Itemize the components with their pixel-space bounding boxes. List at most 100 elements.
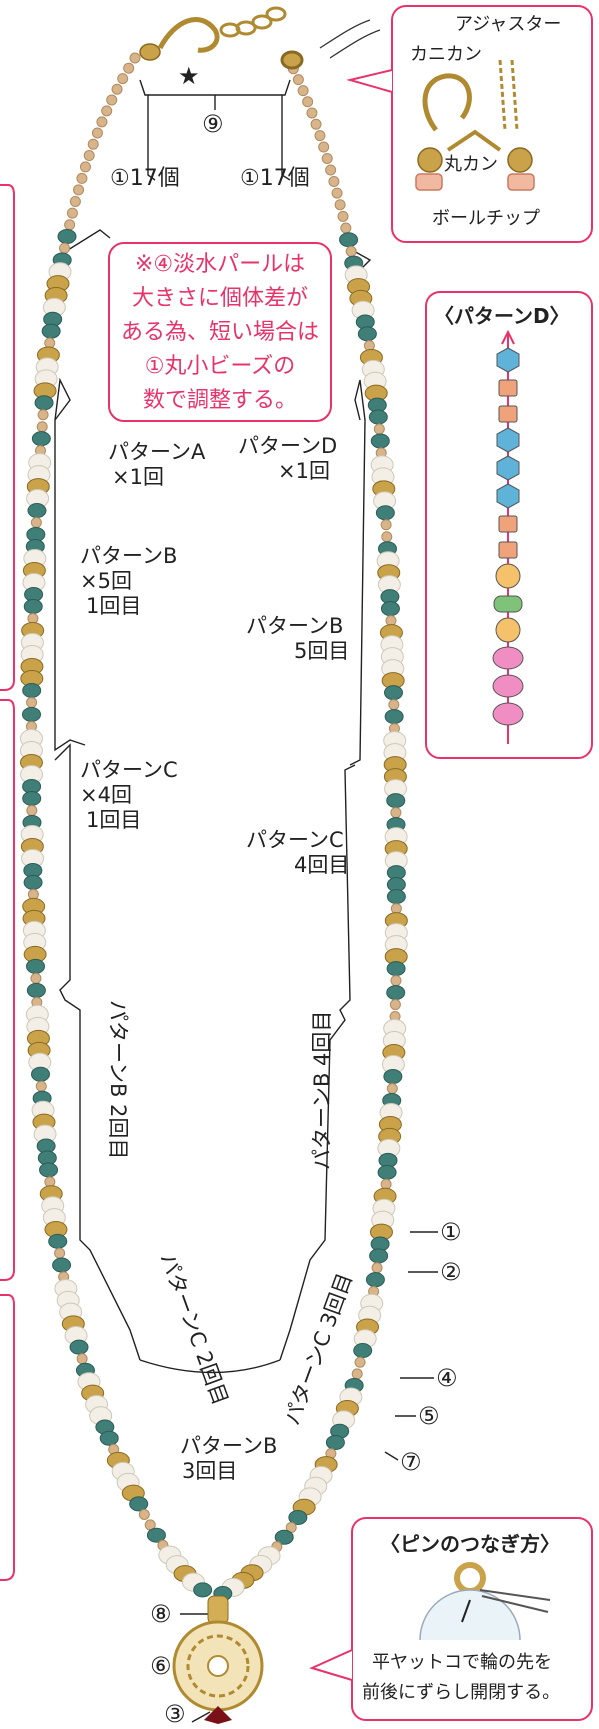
bead	[325, 164, 337, 176]
bead	[337, 210, 349, 222]
bead	[146, 1527, 166, 1543]
bead	[54, 1247, 66, 1259]
bead	[117, 73, 129, 85]
callout-6: ⑥	[150, 1652, 172, 1680]
adjuster-chain	[219, 6, 304, 70]
section-left-c: パターンC ×4回 1回目	[80, 758, 178, 834]
note-line: ※④淡水パールは	[134, 252, 306, 277]
section-text: パターンD	[238, 434, 338, 458]
section-right-d: パターンD ×1回	[238, 434, 337, 484]
bead	[87, 138, 99, 150]
pattern-d-bead	[492, 702, 524, 726]
bead	[377, 1164, 397, 1180]
bead	[26, 982, 46, 998]
edge-frames	[0, 184, 15, 1581]
pearl-note-box: ※④淡水パールは 大きさに個体差が ある為、短い場合は ①丸小ビーズの 数で調整…	[108, 242, 332, 422]
pattern-d-box	[425, 291, 593, 759]
bead	[52, 1257, 72, 1273]
section-left-b2: パターンB 2回目	[106, 1000, 130, 1160]
bead	[357, 326, 377, 342]
section-left-a: パターンA ×1回	[108, 440, 205, 490]
bead	[73, 184, 85, 196]
bead	[37, 409, 49, 421]
bead	[64, 219, 76, 231]
pattern-d-bead	[492, 674, 524, 698]
bead	[30, 972, 42, 984]
section-text: ×5回	[80, 569, 132, 594]
bead	[334, 199, 346, 211]
bead	[138, 1508, 150, 1520]
bead	[41, 323, 61, 339]
section-right-c4: パターンC 4回目	[246, 828, 349, 878]
bead	[59, 242, 71, 254]
section-text: パターンA	[108, 440, 206, 464]
pattern-d-bead	[498, 379, 518, 397]
callout-5: ⑤	[418, 1402, 440, 1430]
bead	[91, 127, 103, 139]
bead	[381, 531, 393, 543]
bead	[31, 431, 51, 447]
bead	[388, 699, 400, 711]
section-left-b: パターンB ×5回 1回目	[80, 544, 177, 620]
lobster-label: カニカン	[410, 44, 482, 65]
bead	[365, 1272, 385, 1288]
section-text: パターンB	[180, 1434, 278, 1458]
bead	[371, 1262, 383, 1274]
bead	[79, 161, 91, 173]
bead	[325, 1434, 345, 1450]
bead	[380, 601, 400, 617]
section-text: 3回目	[182, 1459, 238, 1484]
bead	[129, 52, 141, 64]
bead	[193, 1582, 213, 1598]
bead	[370, 433, 390, 449]
pattern-d-bead	[495, 563, 521, 589]
bead	[353, 1343, 373, 1359]
adjuster-label: アジャスター	[455, 14, 562, 35]
bead	[26, 804, 38, 816]
bead	[297, 85, 309, 97]
left-count: ①17個	[110, 166, 180, 191]
pattern-d-bead	[496, 347, 520, 373]
pattern-d-bead	[498, 541, 518, 559]
section-brackets	[54, 79, 438, 1723]
pin-callout-box	[309, 1517, 593, 1721]
bead	[76, 1353, 88, 1365]
callout-4: ④	[436, 1364, 458, 1392]
top-label: ⑨	[202, 110, 224, 138]
bead	[331, 187, 343, 199]
callout-3: ③	[164, 1700, 186, 1728]
note-line: ①丸小ビーズの	[144, 354, 296, 379]
section-text: ×1回	[112, 465, 164, 490]
clasp-callout-box	[346, 5, 593, 243]
section-text: 1回目	[86, 808, 142, 833]
section-text: パターンC	[80, 758, 178, 782]
lobster-clasp	[139, 17, 220, 61]
bead	[111, 83, 123, 95]
bead	[23, 874, 43, 890]
bead	[35, 1080, 47, 1092]
bead	[76, 172, 88, 184]
bead	[99, 1430, 119, 1446]
bead	[30, 1066, 50, 1082]
bead	[30, 517, 42, 529]
bead	[26, 958, 46, 974]
pattern-d-title: 〈パターンD〉	[434, 304, 570, 328]
bead	[383, 685, 403, 701]
right-strand-beads	[213, 52, 408, 1602]
bead	[34, 395, 54, 411]
pattern-d-beads	[492, 347, 524, 726]
bead	[384, 709, 404, 725]
ballchip-label: ボールチップ	[432, 208, 540, 229]
jumpring-label: 丸カン	[444, 154, 498, 175]
pattern-d-bead	[498, 515, 518, 533]
right-count: ①17個	[240, 166, 310, 191]
star-mark: ★	[178, 62, 200, 90]
bead	[48, 1233, 68, 1249]
bead	[318, 141, 330, 153]
callout-1: ①	[440, 1218, 462, 1246]
bead	[69, 1339, 89, 1355]
bead	[339, 232, 359, 248]
bead	[106, 94, 118, 106]
bead	[22, 790, 42, 806]
bead	[57, 228, 77, 244]
